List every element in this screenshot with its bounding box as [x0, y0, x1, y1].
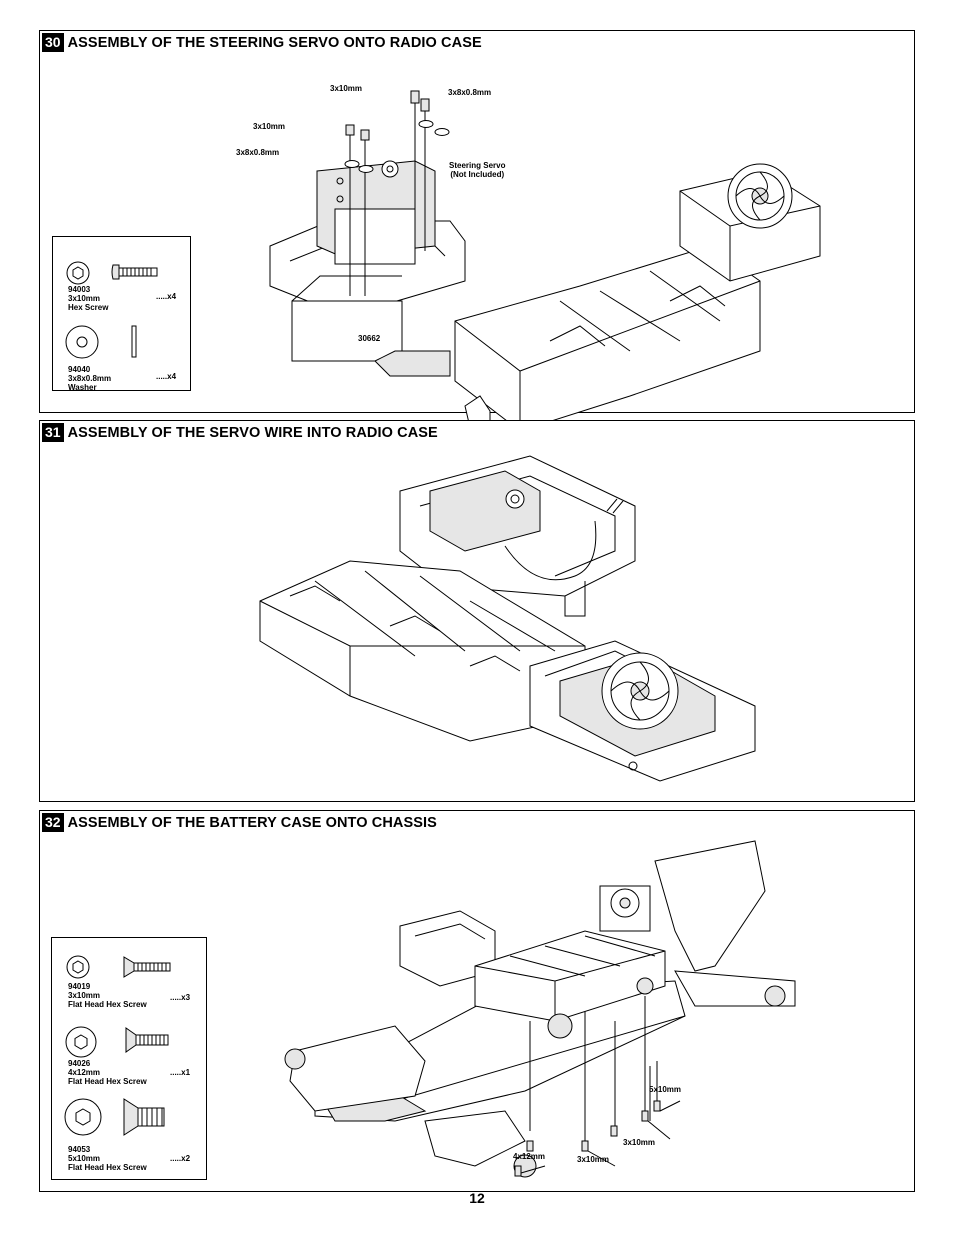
- step-31-header: 31 ASSEMBLY OF THE SERVO WIRE INTO RADIO…: [42, 423, 438, 442]
- hex-screw-head-icon: [66, 261, 90, 285]
- flat-head-screw-icon: [125, 1027, 169, 1053]
- step-title: ASSEMBLY OF THE BATTERY CASE ONTO CHASSI…: [67, 814, 437, 831]
- radio-case-servo-illustration: [269, 90, 821, 437]
- step-number: 32: [42, 813, 64, 832]
- step-30-panel: 30 ASSEMBLY OF THE STEERING SERVO ONTO R…: [39, 30, 915, 437]
- part-size: 3x8x0.8mm: [68, 374, 112, 383]
- flat-head-screw-icon: [123, 956, 171, 978]
- flat-head-screw-head-icon: [64, 1098, 102, 1136]
- servo-wire-radio-case-illustration: [259, 455, 756, 782]
- step-32-header: 32 ASSEMBLY OF THE BATTERY CASE ONTO CHA…: [42, 813, 437, 832]
- step-title: ASSEMBLY OF THE STEERING SERVO ONTO RADI…: [67, 34, 482, 51]
- part-number: 94019: [68, 982, 91, 991]
- callout-screw: 5x10mm: [649, 1085, 682, 1094]
- washer-icon: [65, 325, 99, 359]
- callout-washer: 3x8x0.8mm: [448, 88, 492, 97]
- part-description: Flat Head Hex Screw: [68, 1000, 147, 1009]
- step-31-panel: 31 ASSEMBLY OF THE SERVO WIRE INTO RADIO…: [39, 420, 915, 802]
- callout-screw: 3x10mm: [330, 84, 363, 93]
- part-description: Hex Screw: [68, 303, 109, 312]
- part-size: 3x10mm: [68, 294, 101, 303]
- flat-head-screw-head-icon: [65, 1026, 97, 1058]
- part-quantity: .....x1: [170, 1068, 191, 1077]
- callout-screw: 4x12mm: [513, 1152, 546, 1161]
- step-32-panel: 32 ASSEMBLY OF THE BATTERY CASE ONTO CHA…: [39, 810, 915, 1192]
- part-quantity: .....x3: [170, 993, 191, 1002]
- callout-screw: 3x10mm: [577, 1155, 610, 1164]
- step-number: 30: [42, 33, 64, 52]
- callout-screw: 3x10mm: [253, 122, 286, 131]
- callout-servo-line1: Steering Servo: [449, 161, 506, 170]
- part-quantity: .....x4: [156, 292, 177, 301]
- callout-steering-servo: Steering Servo (Not Included): [449, 161, 505, 179]
- chassis-assembly-illustration: [284, 840, 796, 1178]
- callout-servo-line2: (Not Included): [450, 170, 505, 179]
- flat-head-screw-icon: [123, 1098, 165, 1136]
- part-description: Flat Head Hex Screw: [68, 1077, 147, 1086]
- flat-head-screw-head-icon: [66, 955, 90, 979]
- part-quantity: .....x2: [170, 1154, 191, 1163]
- parts-list-box: 94003 3x10mm Hex Screw .....x4 94040 3x8…: [52, 236, 191, 392]
- hex-screw-icon: [111, 264, 158, 280]
- part-size: 4x12mm: [68, 1068, 101, 1077]
- part-number: 94040: [68, 365, 91, 374]
- parts-list-box: 94019 3x10mm Flat Head Hex Screw .....x3…: [51, 937, 207, 1180]
- step-title: ASSEMBLY OF THE SERVO WIRE INTO RADIO CA…: [67, 424, 438, 441]
- part-size: 3x10mm: [68, 991, 101, 1000]
- callout-screw: 3x10mm: [623, 1138, 656, 1147]
- part-size: 5x10mm: [68, 1154, 101, 1163]
- callout-part-30662: 30662: [358, 334, 381, 343]
- part-description: Washer: [68, 383, 97, 392]
- part-description: Flat Head Hex Screw: [68, 1163, 147, 1172]
- step-number: 31: [42, 423, 64, 442]
- part-number: 94026: [68, 1059, 91, 1068]
- step-30-header: 30 ASSEMBLY OF THE STEERING SERVO ONTO R…: [42, 33, 482, 52]
- part-number: 94053: [68, 1145, 91, 1154]
- part-number: 94003: [68, 285, 91, 294]
- callout-washer: 3x8x0.8mm: [236, 148, 280, 157]
- page-number: 12: [469, 1190, 485, 1206]
- part-quantity: .....x4: [156, 372, 177, 381]
- washer-side-icon: [131, 325, 137, 358]
